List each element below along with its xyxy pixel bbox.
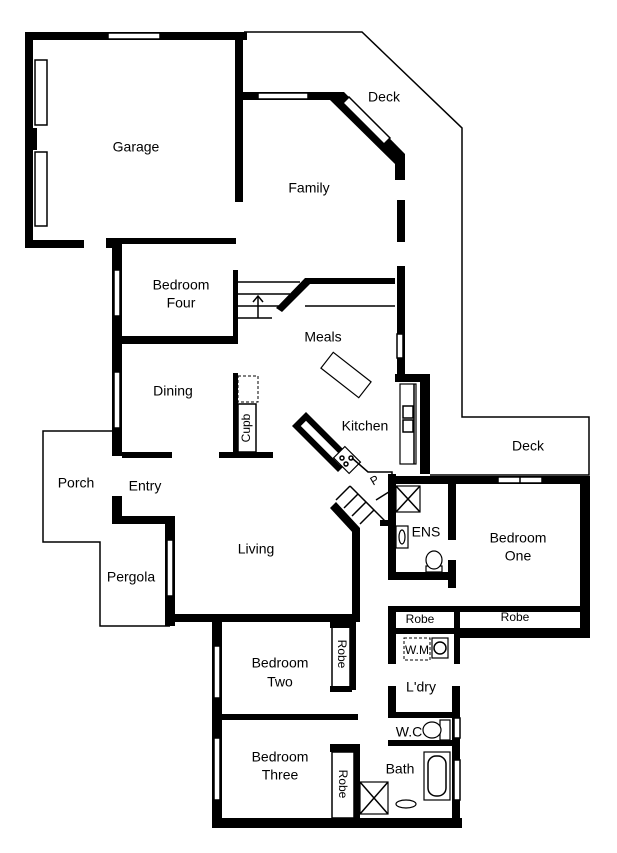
bedroom-one-window-2 <box>519 476 543 484</box>
kitchen-island <box>320 351 372 399</box>
label-family: Family <box>288 180 329 196</box>
label-cupb: Cupb <box>239 413 253 442</box>
family-window-right <box>396 333 404 359</box>
south-wing-walls <box>212 618 462 828</box>
label-bedroom-two-2: Two <box>267 674 293 690</box>
label-meals: Meals <box>304 329 341 345</box>
label-deck-right: Deck <box>512 438 545 454</box>
label-bedroom-one-2: One <box>505 548 532 564</box>
garage-window-left-1 <box>34 59 48 126</box>
label-garage: Garage <box>113 139 160 155</box>
ensuite-fixtures <box>395 485 443 573</box>
kitchen-bench <box>292 412 393 501</box>
pergola-window <box>166 539 174 597</box>
label-bath: Bath <box>386 761 415 777</box>
label-wc: W.C <box>396 724 422 740</box>
kitchen-sink-wall <box>395 374 430 474</box>
bedroom-three-window <box>213 737 221 801</box>
label-pantry: P <box>368 472 382 488</box>
label-deck-top: Deck <box>368 89 401 105</box>
label-bedroom-two-1: Bedroom <box>252 655 309 671</box>
bedroom-two-window <box>213 645 221 699</box>
bedroom-four-window <box>113 269 121 317</box>
cupboard-block <box>219 373 273 458</box>
label-entry: Entry <box>129 478 162 494</box>
garage-window-top <box>107 32 161 40</box>
label-porch: Porch <box>58 475 95 491</box>
label-bedroom-four-2: Four <box>167 295 196 311</box>
porch-outline <box>42 430 170 627</box>
label-bedroom-three-1: Bedroom <box>252 749 309 765</box>
label-pergola: Pergola <box>107 569 155 585</box>
label-bedroom-one-1: Bedroom <box>490 530 547 546</box>
label-bedroom-four-1: Bedroom <box>153 277 210 293</box>
label-robe-ens: Robe <box>406 612 435 626</box>
label-bedroom-three-2: Three <box>262 767 299 783</box>
deck-outline <box>244 31 590 476</box>
label-dining: Dining <box>153 383 193 399</box>
label-robe-one: Robe <box>501 610 530 624</box>
garage-window-left-2 <box>34 151 48 227</box>
family-window-top <box>257 92 309 100</box>
wet-area-walls <box>359 686 461 828</box>
label-living: Living <box>238 541 275 557</box>
label-kitchen: Kitchen <box>342 418 389 434</box>
stairs-upper <box>237 278 395 319</box>
label-ens: ENS <box>412 524 441 540</box>
robe-wm-walls <box>388 610 460 664</box>
label-robe-two: Robe <box>335 640 349 669</box>
label-wm: W.M <box>405 643 429 657</box>
label-robe-three: Robe <box>336 770 350 799</box>
family-window-angled <box>341 95 392 146</box>
dining-window <box>113 371 121 429</box>
stairs-lower <box>330 485 391 620</box>
label-laundry: L'dry <box>406 679 436 695</box>
